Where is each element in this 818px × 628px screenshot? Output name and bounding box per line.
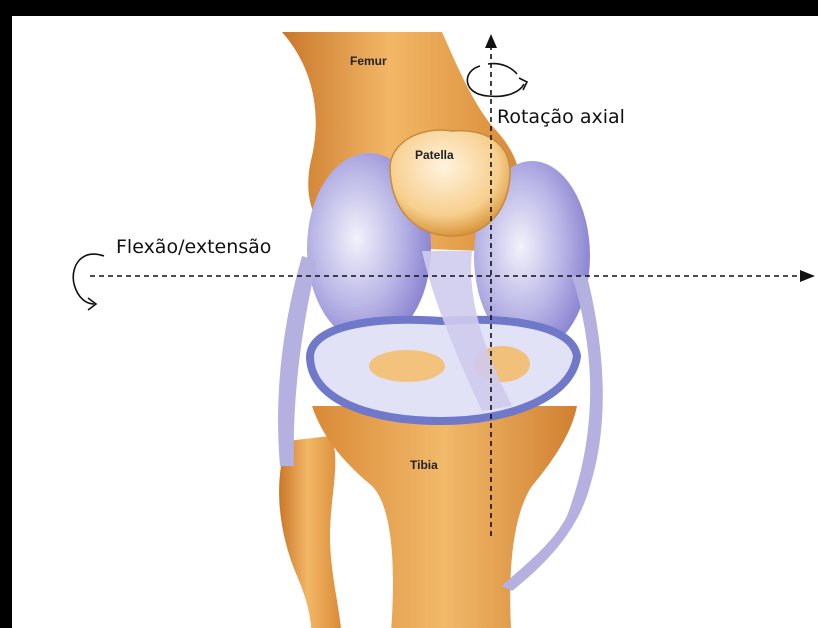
flexion-extension-label: Flexão/extensão <box>116 236 271 258</box>
diagram-frame: Femur Patella Tibia Rotação axial Flexão… <box>12 16 818 628</box>
femur-label: Femur <box>350 54 387 68</box>
meniscus-inner <box>369 350 445 382</box>
vertical-axis-arrowhead <box>485 34 497 48</box>
rotation-arrow-icon <box>73 254 104 310</box>
patella-label: Patella <box>415 148 454 162</box>
tibia-label: Tibia <box>410 458 438 472</box>
rotation-arrow-icon <box>467 64 527 97</box>
axial-rotation-label: Rotação axial <box>497 106 625 128</box>
horizontal-axis-arrowhead <box>800 270 815 282</box>
tibia-bone <box>312 406 577 628</box>
knee-joint-illustration <box>12 16 818 628</box>
